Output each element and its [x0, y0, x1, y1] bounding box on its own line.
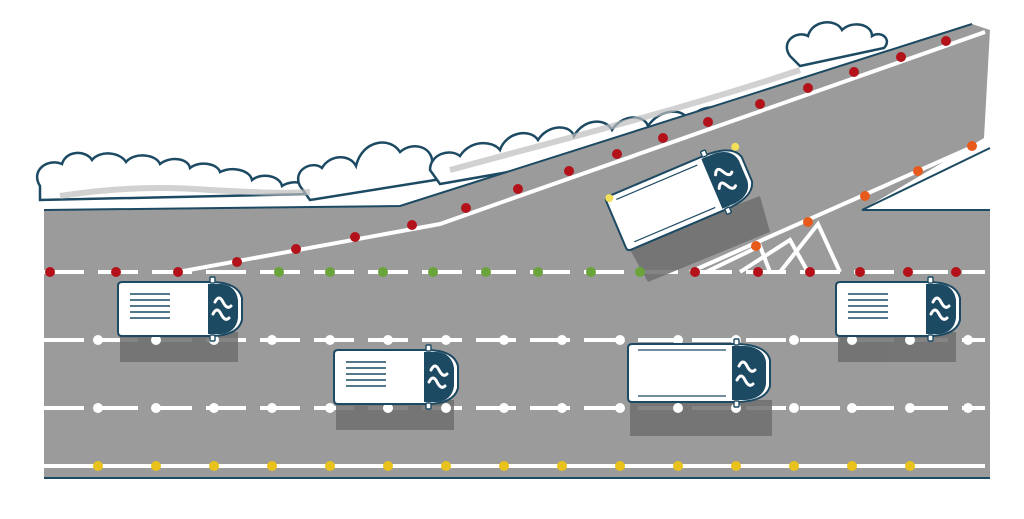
- lane2-left-van: [332, 343, 460, 411]
- red-marker-dot: [755, 99, 765, 109]
- yellow-marker-dot: [383, 461, 393, 471]
- yellow-marker-dot: [499, 461, 509, 471]
- white-marker-dot: [847, 335, 857, 345]
- green-marker-dot: [325, 267, 335, 277]
- white-marker-dot: [383, 403, 393, 413]
- lane2-right-van: [626, 337, 772, 409]
- red-marker-dot: [855, 267, 865, 277]
- white-marker-dot: [615, 335, 625, 345]
- red-marker-dot: [803, 83, 813, 93]
- headlight-icon: [605, 194, 614, 203]
- white-marker-dot: [267, 403, 277, 413]
- green-marker-dot: [635, 267, 645, 277]
- road-outline-top: [43, 23, 973, 211]
- bush-icon: [785, 21, 889, 68]
- white-marker-dot: [847, 403, 857, 413]
- red-marker-dot: [291, 244, 301, 254]
- white-marker-dot: [499, 335, 509, 345]
- lane1-left-van: [116, 275, 244, 343]
- white-marker-dot: [325, 335, 335, 345]
- red-marker-dot: [658, 133, 668, 143]
- green-marker-dot: [274, 267, 284, 277]
- yellow-marker-dot: [731, 461, 741, 471]
- orange-marker-dot: [751, 241, 761, 251]
- green-marker-dot: [481, 267, 491, 277]
- red-marker-dot: [173, 267, 183, 277]
- white-marker-dot: [673, 335, 683, 345]
- white-marker-dot: [441, 403, 451, 413]
- yellow-marker-dot: [905, 461, 915, 471]
- yellow-marker-dot: [673, 461, 683, 471]
- white-marker-dot: [325, 403, 335, 413]
- white-marker-dot: [557, 403, 567, 413]
- white-marker-dot: [267, 335, 277, 345]
- yellow-marker-dot: [789, 461, 799, 471]
- yellow-marker-dot: [325, 461, 335, 471]
- white-marker-dot: [93, 403, 103, 413]
- white-marker-dot: [789, 403, 799, 413]
- red-marker-dot: [753, 267, 763, 277]
- red-marker-dot: [896, 52, 906, 62]
- white-marker-dot: [963, 403, 973, 413]
- red-marker-dot: [111, 267, 121, 277]
- white-marker-dot: [151, 335, 161, 345]
- red-marker-dot: [513, 184, 523, 194]
- red-marker-dot: [407, 220, 417, 230]
- red-marker-dot: [941, 36, 951, 46]
- van-shadows: [120, 196, 956, 436]
- yellow-marker-dot: [93, 461, 103, 471]
- ramp-lane-line: [689, 138, 989, 274]
- green-marker-dot: [586, 267, 596, 277]
- yellow-marker-dot: [557, 461, 567, 471]
- green-marker-dot: [428, 267, 438, 277]
- merging-van: [601, 136, 762, 258]
- white-marker-dot: [557, 335, 567, 345]
- red-marker-dot: [951, 267, 961, 277]
- yellow-marker-dot: [847, 461, 857, 471]
- white-marker-dot: [383, 335, 393, 345]
- white-marker-dot: [673, 403, 683, 413]
- red-marker-dot: [350, 232, 360, 242]
- merge-lane-line: [177, 30, 986, 274]
- yellow-marker-dot: [441, 461, 451, 471]
- sensor-markers: [45, 36, 977, 471]
- white-marker-dot: [905, 335, 915, 345]
- red-marker-dot: [564, 166, 574, 176]
- red-marker-dot: [45, 267, 55, 277]
- green-marker-dot: [378, 267, 388, 277]
- red-marker-dot: [903, 267, 913, 277]
- yellow-marker-dot: [151, 461, 161, 471]
- yellow-marker-dot: [209, 461, 219, 471]
- headlight-icon: [731, 142, 740, 151]
- lane-lines: [44, 30, 989, 468]
- red-marker-dot: [690, 267, 700, 277]
- white-marker-dot: [441, 335, 451, 345]
- red-marker-dot: [461, 203, 471, 213]
- green-marker-dot: [533, 267, 543, 277]
- road-outline-ramp: [861, 147, 991, 211]
- red-marker-dot: [703, 117, 713, 127]
- white-marker-dot: [151, 403, 161, 413]
- orange-marker-dot: [913, 166, 923, 176]
- white-marker-dot: [615, 403, 625, 413]
- orange-marker-dot: [967, 141, 977, 151]
- orange-marker-dot: [860, 191, 870, 201]
- white-marker-dot: [789, 335, 799, 345]
- white-marker-dot: [963, 335, 973, 345]
- red-marker-dot: [612, 149, 622, 159]
- yellow-marker-dot: [267, 461, 277, 471]
- yellow-marker-dot: [615, 461, 625, 471]
- orange-marker-dot: [803, 217, 813, 227]
- red-marker-dot: [805, 267, 815, 277]
- white-marker-dot: [209, 403, 219, 413]
- red-marker-dot: [232, 257, 242, 267]
- white-marker-dot: [905, 403, 915, 413]
- lane1-right-van: [834, 275, 962, 343]
- red-marker-dot: [849, 67, 859, 77]
- white-marker-dot: [93, 335, 103, 345]
- white-marker-dot: [499, 403, 509, 413]
